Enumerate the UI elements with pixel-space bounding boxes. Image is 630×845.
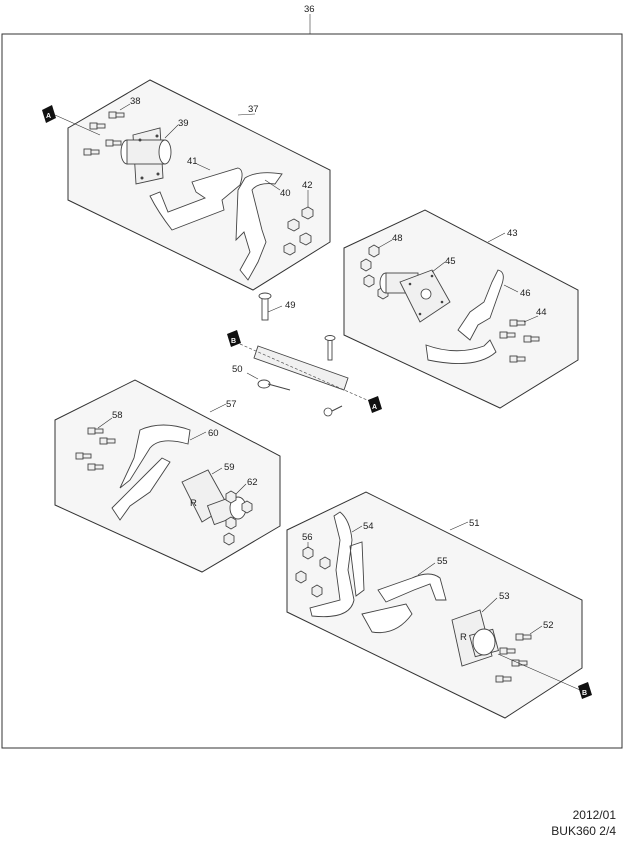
bolt-58-group (75, 427, 116, 471)
callout-58: 58 (112, 410, 123, 421)
clip-pin-50 (257, 379, 343, 417)
bolt-44-group (499, 319, 540, 363)
diagram-frame (1, 33, 623, 749)
callout-59: 59 (224, 462, 235, 473)
callout-39: 39 (178, 118, 189, 129)
callout-60: 60 (208, 428, 219, 439)
svg-text:B: B (231, 338, 236, 345)
bolt-38-group (83, 111, 125, 156)
callout-41: 41 (187, 156, 198, 167)
footer-date: 2012/01 (572, 808, 616, 822)
callout-44: 44 (536, 307, 547, 318)
callout-49: 49 (285, 300, 296, 311)
callout-37: 37 (248, 104, 259, 115)
svg-text:A: A (46, 113, 51, 120)
callout-54: 54 (363, 521, 374, 532)
callout-62: 62 (247, 477, 258, 488)
section-flag-a: A (42, 105, 56, 123)
callout-40: 40 (280, 188, 291, 199)
svg-text:B: B (582, 690, 587, 697)
section-flag-b-lower: B (578, 682, 592, 699)
shaft-assembly (239, 292, 377, 405)
blade-60 (111, 424, 191, 521)
section-flag-b: B (227, 330, 241, 347)
section-flag-a-lower: A (368, 396, 382, 413)
footer-code: BUK360 2/4 (551, 824, 616, 838)
callout-43: 43 (507, 228, 518, 239)
nut-42-group (283, 206, 314, 256)
assembly-number: 36 (304, 4, 315, 15)
nut-56-group (295, 546, 331, 598)
callout-38: 38 (130, 96, 141, 107)
bolt-52-group (495, 633, 532, 683)
callout-56: 56 (302, 532, 313, 543)
nut-62-group (223, 490, 253, 546)
blade-54 (309, 511, 365, 618)
callout-51: 51 (469, 518, 480, 529)
blade-41 (149, 167, 243, 231)
callout-57: 57 (226, 399, 237, 410)
hub-flange-59: R (181, 469, 247, 526)
callout-45: 45 (445, 256, 456, 267)
blade-46 (425, 269, 504, 365)
callout-48: 48 (392, 233, 403, 244)
callout-50: 50 (232, 364, 243, 375)
plate-mark-53: R (460, 632, 467, 643)
callout-52: 52 (543, 620, 554, 631)
callout-53: 53 (499, 591, 510, 602)
hub-flange-39 (120, 127, 172, 185)
blade-55 (361, 573, 447, 634)
plate-mark-59: R (190, 498, 197, 509)
callout-42: 42 (302, 180, 313, 191)
blade-40 (235, 172, 283, 281)
hub-flange-45 (379, 269, 451, 323)
hub-flange-53: R (451, 609, 499, 667)
callout-46: 46 (520, 288, 531, 299)
svg-text:A: A (372, 404, 377, 411)
panel-57 (54, 379, 281, 573)
callout-55: 55 (437, 556, 448, 567)
